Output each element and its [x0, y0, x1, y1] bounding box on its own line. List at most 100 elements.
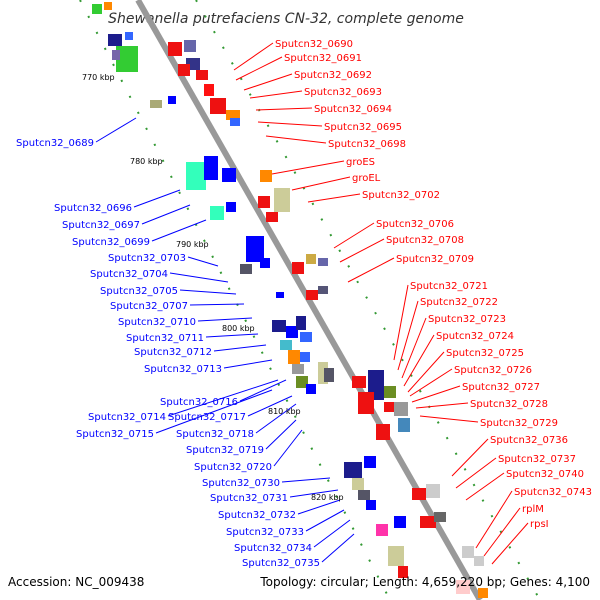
gene-label[interactable]: Sputcn32_0702 [362, 190, 440, 201]
gene-feature [258, 196, 270, 208]
gene-feature [412, 488, 426, 500]
gene-label[interactable]: Sputcn32_0737 [498, 454, 576, 465]
gene-label[interactable]: Sputcn32_0725 [446, 348, 524, 359]
leader-line [321, 533, 355, 563]
gene-label[interactable]: Sputcn32_0693 [304, 87, 382, 98]
gene-feature [394, 516, 406, 528]
leader-line [407, 351, 445, 393]
gene-label[interactable]: Sputcn32_0731 [210, 493, 288, 504]
gene-feature [196, 70, 208, 80]
gene-label[interactable]: rpsI [530, 519, 549, 530]
gene-label[interactable]: Sputcn32_0691 [284, 53, 362, 64]
gene-label[interactable]: Sputcn32_0689 [16, 138, 94, 149]
gene-label[interactable]: Sputcn32_0740 [506, 469, 584, 480]
gene-label[interactable]: Sputcn32_0717 [168, 412, 246, 423]
gene-label[interactable]: Sputcn32_0690 [275, 39, 353, 50]
leader-line [403, 334, 435, 387]
gene-feature [344, 462, 362, 478]
leader-line [239, 379, 287, 402]
gene-feature [246, 236, 264, 262]
gene-label[interactable]: Sputcn32_0735 [242, 558, 320, 569]
leader-line [187, 256, 219, 267]
gene-label[interactable]: Sputcn32_0723 [428, 314, 506, 325]
gene-feature [388, 546, 404, 566]
gene-label[interactable]: Sputcn32_0721 [410, 281, 488, 292]
leader-line [133, 189, 181, 208]
gene-feature [376, 424, 390, 440]
gene-feature [108, 34, 122, 46]
gene-label[interactable]: groES [346, 157, 375, 168]
gene-feature [296, 316, 306, 330]
gene-label[interactable]: Sputcn32_0743 [514, 487, 592, 498]
gene-label[interactable]: Sputcn32_0696 [54, 203, 132, 214]
gene-feature [230, 118, 240, 126]
plus-strand-labels: Sputcn32_0690Sputcn32_0691Sputcn32_0692S… [275, 39, 592, 530]
gene-label[interactable]: Sputcn32_0716 [160, 397, 238, 408]
gene-feature [125, 32, 133, 40]
scale-label: 770 kbp [82, 73, 115, 82]
gene-label[interactable]: Sputcn32_0720 [194, 462, 272, 473]
gene-label[interactable]: Sputcn32_0703 [108, 253, 186, 264]
gene-feature [112, 50, 120, 60]
leader-line [347, 257, 395, 283]
gene-feature [352, 376, 366, 388]
gene-label[interactable]: Sputcn32_0718 [176, 429, 254, 440]
gene-label[interactable]: Sputcn32_0733 [226, 527, 304, 538]
gene-features [92, 2, 488, 598]
gene-label[interactable]: Sputcn32_0722 [420, 297, 498, 308]
gene-label[interactable]: Sputcn32_0710 [118, 317, 196, 328]
gene-feature [384, 402, 394, 412]
gene-label[interactable]: rplM [522, 504, 544, 515]
gene-feature [434, 512, 446, 522]
gene-label[interactable]: Sputcn32_0699 [72, 237, 150, 248]
gene-label[interactable]: Sputcn32_0712 [134, 347, 212, 358]
gene-label[interactable]: Sputcn32_0736 [490, 435, 568, 446]
leader-line [305, 509, 345, 532]
gene-label[interactable]: Sputcn32_0711 [126, 333, 204, 344]
gene-label[interactable]: Sputcn32_0705 [100, 286, 178, 297]
map-title: Shewanella putrefaciens CN-32, complete … [108, 11, 464, 27]
gene-label[interactable]: Sputcn32_0724 [436, 331, 514, 342]
gene-label[interactable]: Sputcn32_0708 [386, 235, 464, 246]
gene-feature [274, 188, 290, 212]
gene-feature [292, 364, 304, 374]
gene-feature [398, 418, 410, 432]
gene-feature [364, 456, 376, 468]
gene-label[interactable]: Sputcn32_0707 [110, 301, 188, 312]
leader-line [409, 368, 453, 397]
gene-label[interactable]: Sputcn32_0728 [470, 399, 548, 410]
gene-label[interactable]: Sputcn32_0734 [234, 543, 312, 554]
gene-label[interactable]: Sputcn32_0697 [62, 220, 140, 231]
gene-label[interactable]: Sputcn32_0698 [328, 139, 406, 150]
leader-line [297, 499, 341, 515]
gene-feature [358, 392, 374, 414]
gene-label[interactable]: Sputcn32_0719 [186, 445, 264, 456]
gene-label[interactable]: Sputcn32_0726 [454, 365, 532, 376]
gene-feature [394, 402, 408, 416]
leader-line [291, 176, 351, 191]
gene-label[interactable]: Sputcn32_0692 [294, 70, 372, 81]
leader-line [179, 289, 237, 295]
gene-label[interactable]: Sputcn32_0729 [480, 418, 558, 429]
gene-label[interactable]: Sputcn32_0704 [90, 269, 168, 280]
leader-line [189, 303, 245, 306]
gene-label[interactable]: Sputcn32_0709 [396, 254, 474, 265]
gene-label[interactable]: Sputcn32_0714 [88, 412, 166, 423]
gene-label[interactable]: Sputcn32_0732 [218, 510, 296, 521]
gene-feature [292, 262, 304, 274]
gene-label[interactable]: Sputcn32_0727 [462, 382, 540, 393]
gene-label[interactable]: Sputcn32_0695 [324, 122, 402, 133]
leader-line [95, 117, 137, 143]
gene-feature [306, 290, 318, 300]
gene-label[interactable]: groEL [352, 173, 381, 184]
leader-line [255, 403, 297, 434]
leader-line [289, 489, 339, 498]
gene-label[interactable]: Sputcn32_0715 [76, 429, 154, 440]
leader-line [271, 160, 345, 175]
gene-label[interactable]: Sputcn32_0730 [202, 478, 280, 489]
gene-label[interactable]: Sputcn32_0713 [144, 364, 222, 375]
gene-label[interactable]: Sputcn32_0694 [314, 104, 392, 115]
tick-track-outer-right [195, 0, 541, 600]
gene-label[interactable]: Sputcn32_0706 [376, 219, 454, 230]
